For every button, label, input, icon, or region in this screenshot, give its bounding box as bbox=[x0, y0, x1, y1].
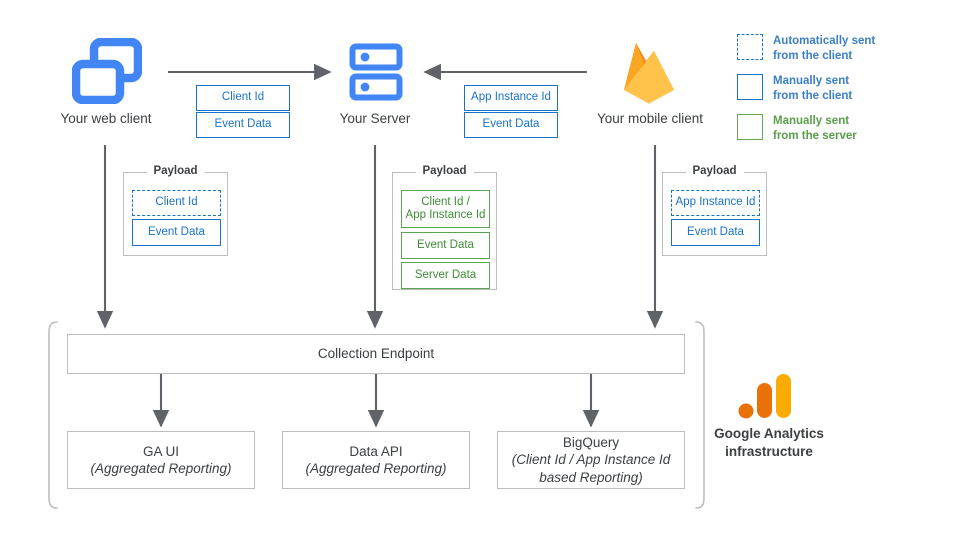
legend-label-manual-server: Manually sent from the server bbox=[773, 114, 857, 144]
transfer-chip-client-id: Client Id bbox=[196, 85, 290, 111]
collection-endpoint-label: Collection Endpoint bbox=[317, 346, 435, 362]
legend-label-manual-server-line1: Manually sent bbox=[773, 115, 850, 127]
payload-server-item-server-data: Server Data bbox=[401, 262, 490, 289]
legend-label-manual-client-line1: Manually sent bbox=[773, 75, 850, 87]
output-ga-ui-subtitle: (Aggregated Reporting) bbox=[90, 461, 232, 476]
legend-label-automatic-client: Automatically sent from the client bbox=[773, 34, 875, 64]
payload-server-title: Payload bbox=[415, 165, 474, 177]
payload-web-title: Payload bbox=[146, 165, 205, 177]
payload-server: Payload Client Id / App Instance Id Even… bbox=[392, 165, 497, 290]
legend-label-manual-client: Manually sent from the client bbox=[773, 74, 852, 104]
payload-server-item-ids-line1: Client Id / bbox=[421, 195, 470, 208]
legend-item-manual-server: Manually sent from the server bbox=[737, 114, 857, 144]
output-bigquery-subtitle: (Client Id / App Instance Id bbox=[511, 452, 671, 468]
output-ga-ui-title: GA UI bbox=[142, 443, 179, 459]
legend-label-manual-server-line2: from the server bbox=[773, 130, 857, 143]
legend-label-automatic-client-line2: from the client bbox=[773, 50, 853, 63]
collection-endpoint-box: Collection Endpoint bbox=[67, 334, 685, 374]
output-data-api-title: Data API bbox=[349, 443, 403, 459]
legend-swatch-dashed-blue-icon bbox=[737, 34, 763, 60]
output-bigquery-title: BigQuery bbox=[562, 435, 620, 451]
payload-web: Payload Client Id Event Data bbox=[123, 165, 228, 256]
payload-mobile-item-event-data: Event Data bbox=[671, 219, 760, 246]
output-box-ga-ui: GA UI (Aggregated Reporting) bbox=[67, 431, 255, 489]
legend-swatch-solid-green-icon bbox=[737, 114, 763, 140]
browser-windows-icon bbox=[72, 38, 142, 104]
node-label-web-client: Your web client bbox=[60, 111, 152, 126]
legend-label-manual-client-line2: from the client bbox=[773, 90, 853, 103]
node-label-mobile-client: Your mobile client bbox=[596, 111, 704, 126]
ga-caption-line1: Google Analytics bbox=[714, 426, 824, 441]
legend-item-manual-client: Manually sent from the client bbox=[737, 74, 852, 104]
payload-web-item-client-id: Client Id bbox=[132, 190, 221, 216]
infrastructure-bracket-left bbox=[48, 321, 58, 509]
payload-server-item-event-data: Event Data bbox=[401, 232, 490, 259]
google-analytics-logo-icon bbox=[738, 374, 791, 419]
legend-swatch-solid-blue-icon bbox=[737, 74, 763, 100]
transfer-chip-event-data: Event Data bbox=[196, 112, 290, 138]
output-data-api-subtitle: (Aggregated Reporting) bbox=[305, 461, 447, 476]
payload-mobile-title: Payload bbox=[685, 165, 744, 177]
output-box-data-api: Data API (Aggregated Reporting) bbox=[282, 431, 470, 489]
payload-web-item-event-data: Event Data bbox=[132, 219, 221, 246]
node-label-server: Your Server bbox=[339, 111, 411, 126]
legend-label-automatic-client-line1: Automatically sent bbox=[773, 35, 876, 47]
infrastructure-bracket-right bbox=[695, 321, 705, 509]
output-bigquery-subtitle-2: based Reporting) bbox=[539, 469, 643, 485]
firebase-flame-icon bbox=[624, 43, 674, 104]
payload-mobile: Payload App Instance Id Event Data bbox=[662, 165, 767, 256]
server-racks-icon bbox=[349, 43, 403, 101]
output-box-bigquery: BigQuery (Client Id / App Instance Id ba… bbox=[497, 431, 685, 489]
transfer-chip-app-instance-id: App Instance Id bbox=[464, 85, 558, 111]
payload-mobile-item-app-instance-id: App Instance Id bbox=[671, 190, 760, 216]
transfer-chip-event-data-mobile: Event Data bbox=[464, 112, 558, 138]
ga-infrastructure-caption: Google Analytics infrastructure bbox=[690, 425, 848, 460]
payload-server-item-ids-line2: App Instance Id bbox=[405, 209, 486, 221]
payload-server-item-ids: Client Id / App Instance Id bbox=[401, 190, 490, 228]
legend-item-automatic-client: Automatically sent from the client bbox=[737, 34, 875, 64]
ga-caption-line2: infrastructure bbox=[725, 443, 813, 459]
